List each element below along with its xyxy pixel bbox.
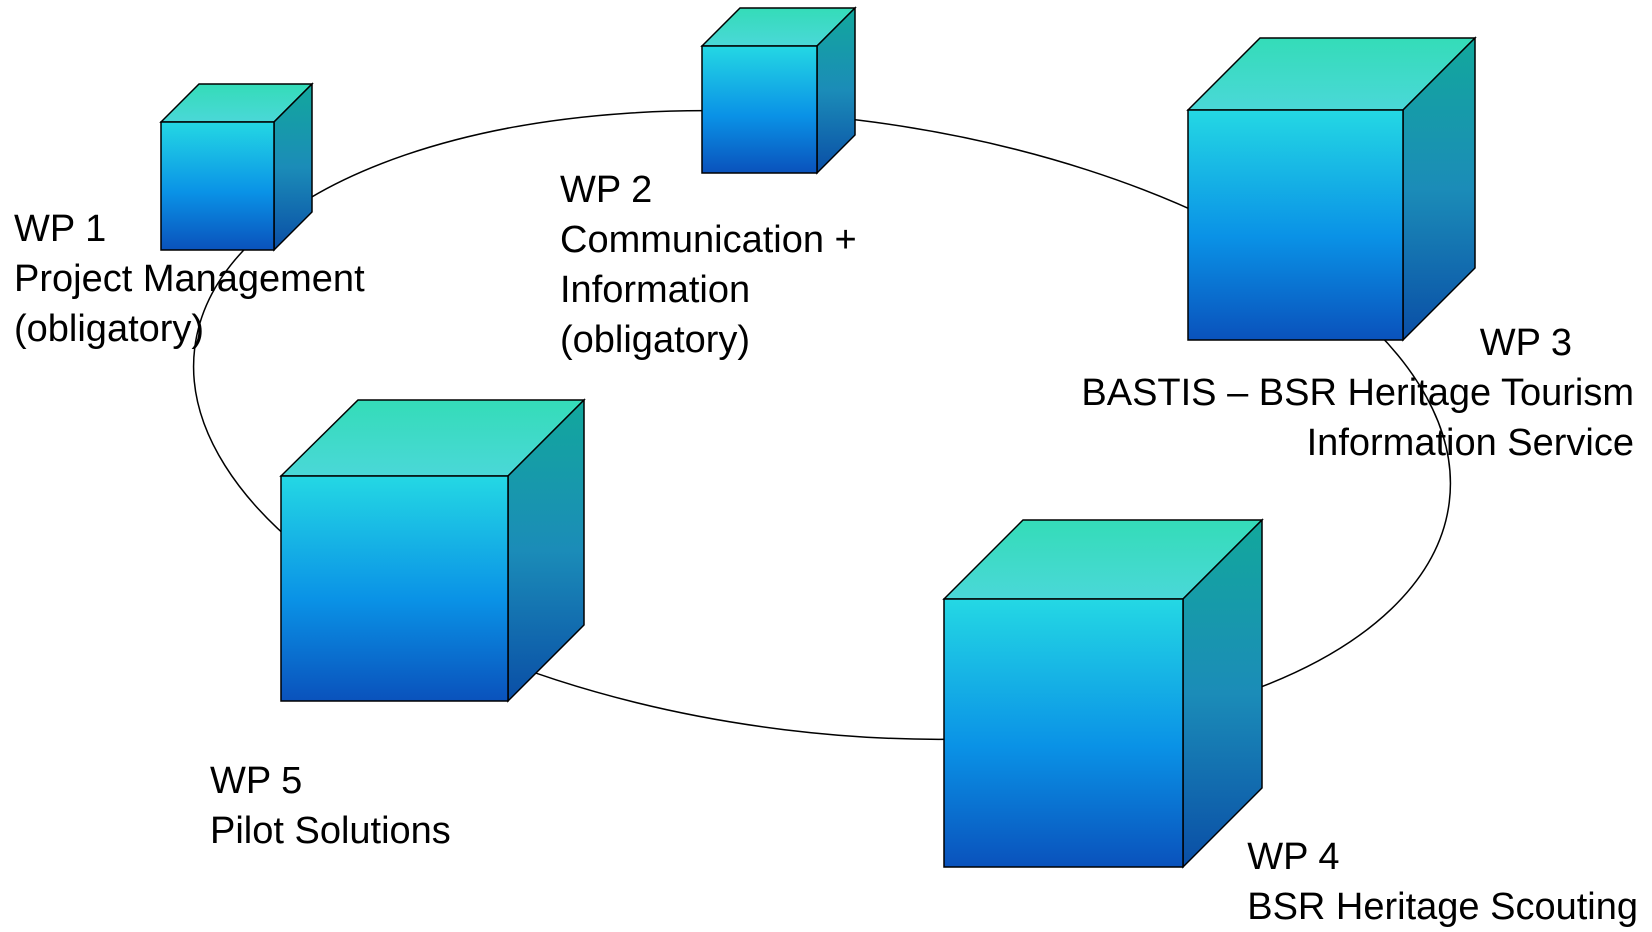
- cube-wp4: [942, 518, 1264, 869]
- wp2-title-line1: Communication +: [560, 219, 857, 261]
- wp4-title: BSR Heritage Scouting: [1247, 886, 1638, 928]
- cube-wp5-front: [280, 475, 509, 702]
- wp5-id: WP 5: [210, 760, 303, 802]
- cube-wp3-front: [1187, 109, 1404, 341]
- wp4-id: WP 4: [1247, 836, 1340, 878]
- connection-ring: [192, 109, 1452, 741]
- cube-wp2: [700, 6, 857, 175]
- wp2-id: WP 2: [560, 169, 653, 211]
- cube-wp4-front: [943, 598, 1184, 868]
- wp1-note: (obligatory): [14, 308, 205, 350]
- cube-wp1: [159, 82, 314, 252]
- wp5-title: Pilot Solutions: [210, 810, 451, 852]
- wp1-title: Project Management: [14, 258, 365, 300]
- wp3-id: WP 3: [1479, 322, 1572, 364]
- wp1-id: WP 1: [14, 208, 107, 250]
- cube-wp5: [279, 398, 586, 703]
- wp5-label: WP 5 Pilot Solutions: [210, 756, 451, 856]
- wp2-title-line2: Information: [560, 269, 751, 311]
- wp3-title-line1: BASTIS – BSR Heritage Tourism: [1081, 372, 1634, 414]
- cube-wp1-front: [160, 121, 275, 251]
- wp3-label: WP 3 BASTIS – BSR Heritage Tourism Infor…: [1081, 318, 1634, 468]
- cube-wp2-front: [701, 45, 818, 174]
- wp1-label: WP 1 Project Management (obligatory): [14, 204, 365, 354]
- wp2-note: (obligatory): [560, 319, 751, 361]
- wp4-label: WP 4 BSR Heritage Scouting: [1247, 832, 1638, 932]
- wp3-title-line2: Information Service: [1306, 422, 1634, 464]
- wp2-label: WP 2 Communication + Information (obliga…: [560, 165, 857, 365]
- cube-wp3: [1186, 36, 1477, 342]
